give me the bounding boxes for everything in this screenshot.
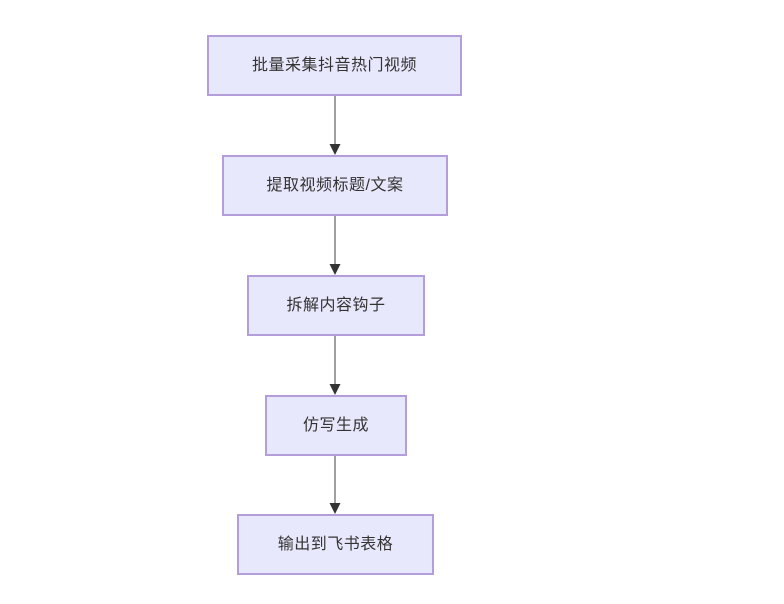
flowchart-node-analyze-hook[interactable]: 拆解内容钩子: [247, 275, 425, 336]
arrowhead-icon: [329, 384, 341, 395]
flowchart-node-generate-copy[interactable]: 仿写生成: [265, 395, 407, 456]
arrowhead-icon: [329, 144, 341, 155]
flowchart-node-output-feishu[interactable]: 输出到飞书表格: [237, 514, 434, 575]
flowchart-node-collect-videos[interactable]: 批量采集抖音热门视频: [207, 35, 462, 96]
flowchart-node-label: 提取视频标题/文案: [266, 176, 404, 194]
arrowhead-icon: [329, 264, 341, 275]
flowchart-node-label: 拆解内容钩子: [286, 296, 386, 314]
flowchart-node-extract-title[interactable]: 提取视频标题/文案: [222, 155, 448, 216]
arrowhead-icon: [329, 503, 341, 514]
flowchart-node-label: 输出到飞书表格: [277, 535, 394, 553]
flowchart-node-label: 批量采集抖音热门视频: [251, 56, 417, 74]
flowchart-node-label: 仿写生成: [302, 416, 369, 434]
